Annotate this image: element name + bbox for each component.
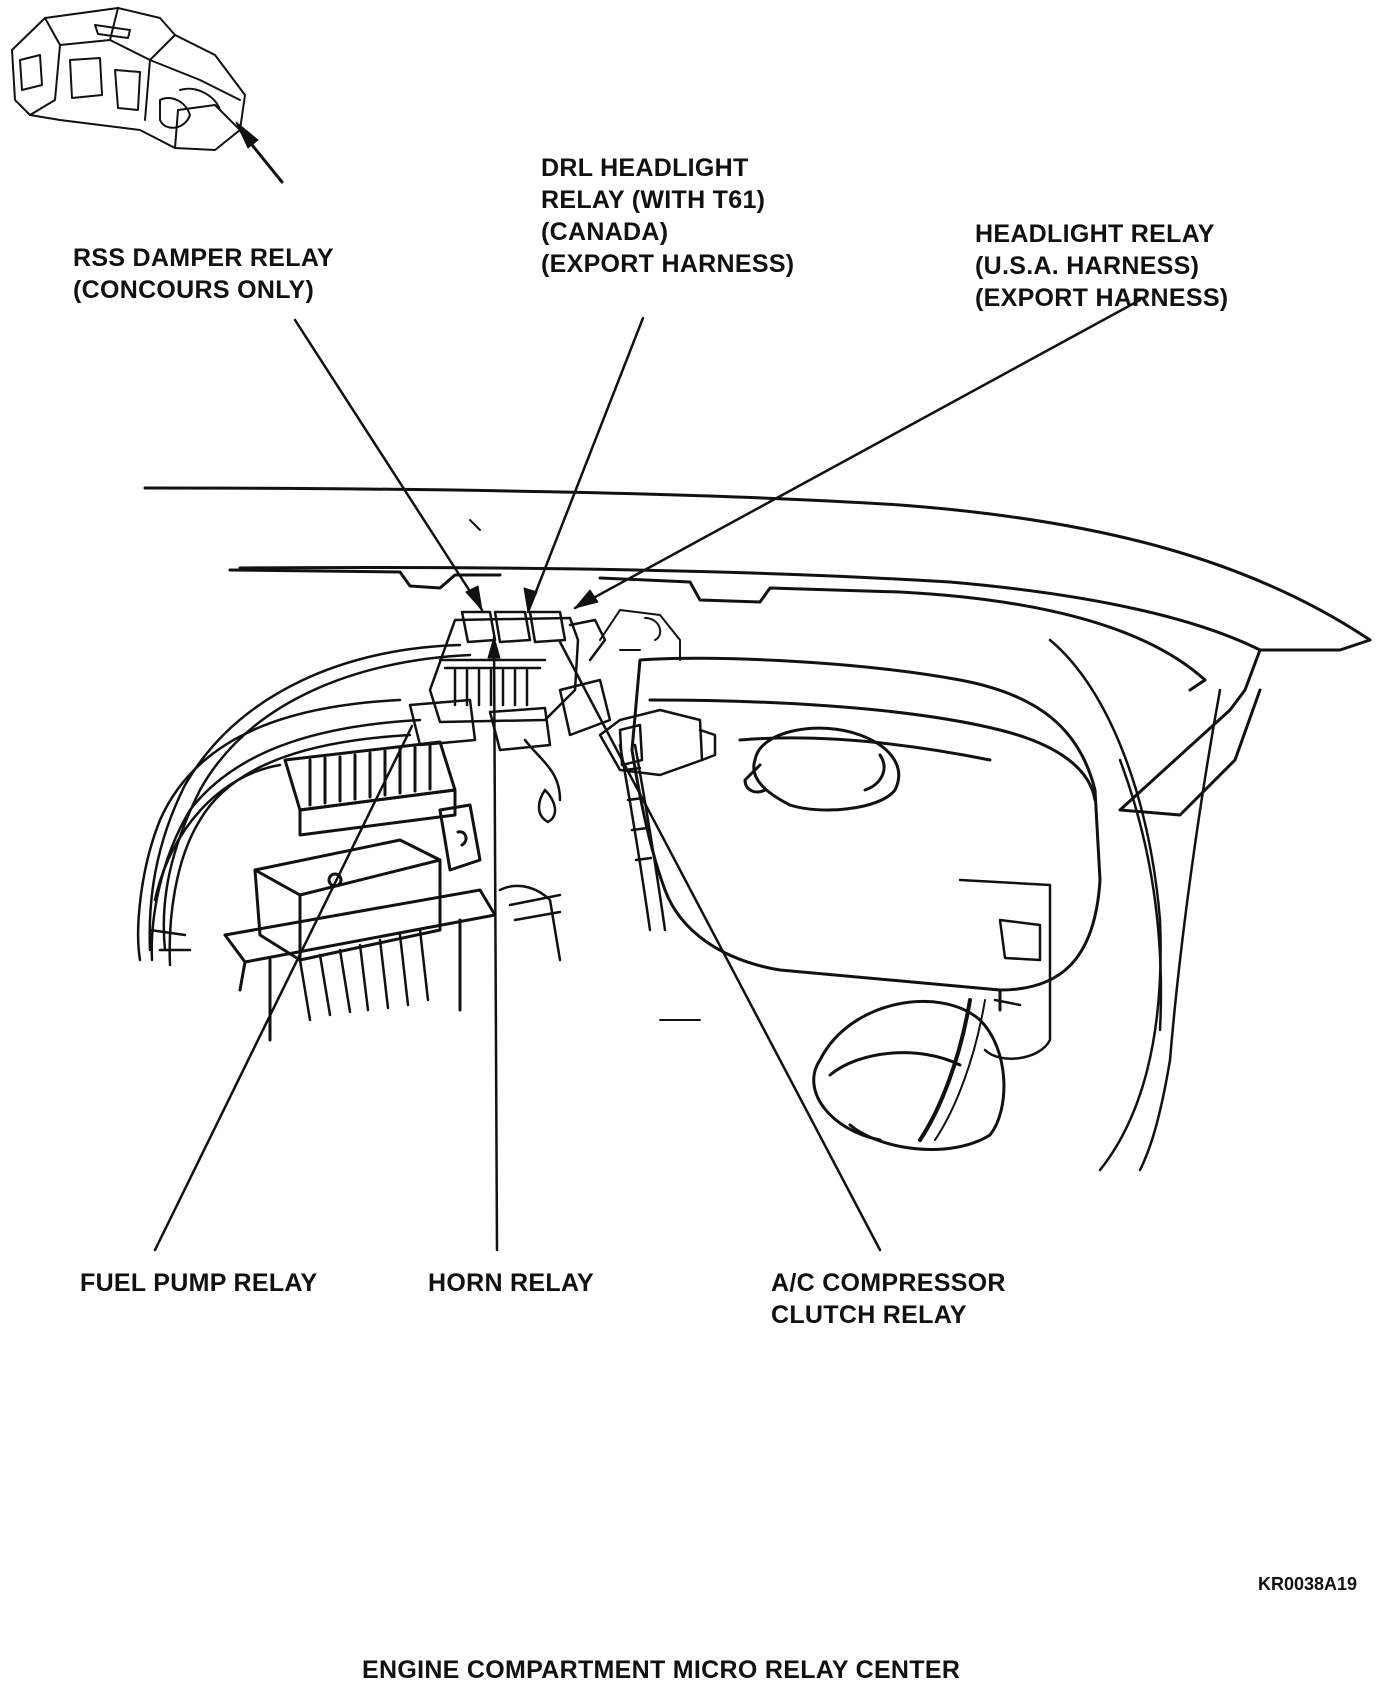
washer-bracket (958, 878, 1052, 1060)
label-fuel-pump-relay: FUEL PUMP RELAY (80, 1269, 318, 1297)
relay-block (428, 610, 607, 724)
connector-stack (408, 678, 612, 824)
inner-fender (1048, 638, 1222, 1172)
sensor-harness (598, 708, 717, 932)
label-ac-compressor-clutch-relay: A/C COMPRESSOR CLUTCH RELAY (771, 1269, 1006, 1329)
leader-arrowheads (465, 585, 599, 659)
figure-caption: ENGINE COMPARTMENT MICRO RELAY CENTER (362, 1656, 961, 1684)
horn-dome (812, 999, 1006, 1151)
locator-arrow-head (235, 121, 259, 149)
wire-harness (136, 643, 562, 1022)
control-module (223, 740, 497, 1042)
leader-lines (153, 298, 1142, 1252)
label-horn-relay: HORN RELAY (428, 1269, 594, 1297)
reservoir-cap (743, 726, 901, 812)
horn-wire (918, 998, 972, 1142)
coolant-reservoir (630, 656, 1102, 1012)
label-drl-headlight-relay: DRL HEADLIGHT RELAY (WITH T61) (CANADA) … (541, 154, 795, 278)
label-headlight-relay: HEADLIGHT RELAY (U.S.A. HARNESS) (EXPORT… (975, 220, 1229, 312)
label-rss-damper-relay: RSS DAMPER RELAY (CONCOURS ONLY) (73, 244, 334, 304)
figure-code: KR0038A19 (1258, 1574, 1358, 1594)
fender-outline (143, 486, 1372, 817)
panel-lines (469, 519, 701, 1021)
vehicle-locator-thumbnail (11, 7, 246, 151)
